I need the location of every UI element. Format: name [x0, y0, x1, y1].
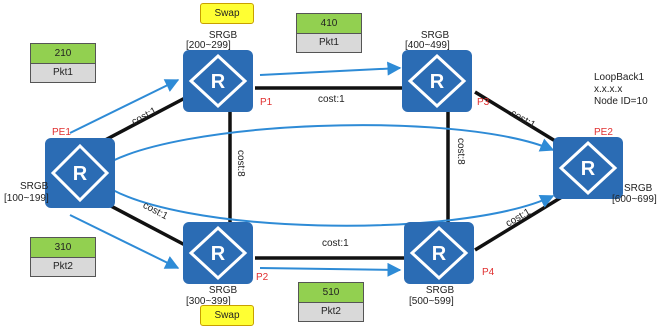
node-name-p4: P4 [482, 267, 495, 278]
packet-label: 210 [30, 43, 96, 63]
router-icon: R [50, 143, 110, 203]
srgb-title-p3: SRGB [420, 30, 450, 41]
packet-pe1-to-p1: 210 Pkt1 [30, 43, 96, 83]
router-p3[interactable]: R [402, 50, 472, 112]
svg-text:R: R [73, 163, 88, 185]
router-icon: R [407, 53, 467, 109]
router-p1[interactable]: R [183, 50, 253, 112]
svg-text:R: R [432, 243, 447, 265]
swap-label-p1: Swap [200, 3, 254, 24]
router-p2[interactable]: R [183, 222, 253, 284]
router-icon: R [188, 53, 248, 109]
physical-links [89, 86, 571, 260]
srgb-title-pe2: SRGB [624, 183, 653, 194]
node-name-pe2: PE2 [594, 127, 613, 138]
packet-label: 310 [30, 237, 96, 257]
flow-arrow-p1-p3 [259, 61, 402, 76]
router-pe1[interactable]: R [45, 138, 115, 208]
flow-arrows [69, 61, 555, 277]
srgb-range-p4: [500~599] [409, 296, 454, 307]
srgb-title-p2: SRGB [208, 285, 238, 296]
packet-payload: Pkt1 [30, 63, 96, 83]
router-icon: R [558, 140, 618, 196]
packet-p2-to-p4: 510 Pkt2 [298, 282, 364, 322]
pe2-node-id: Node ID=10 [594, 96, 648, 107]
srgb-title-p1: SRGB [208, 30, 238, 41]
node-name-pe1: PE1 [52, 127, 71, 138]
packet-payload: Pkt1 [296, 33, 362, 53]
srgb-range-p2: [300~399] [186, 296, 231, 307]
srgb-title-pe1: SRGB [20, 181, 49, 192]
flow-arrow-p2-p4 [259, 262, 402, 277]
node-name-p2: P2 [256, 272, 269, 283]
srgb-range-p1: [200~299] [186, 40, 231, 51]
flow-arrow-pe1-p1 [69, 79, 180, 134]
packet-label: 510 [298, 282, 364, 302]
svg-text:R: R [430, 71, 445, 93]
packet-payload: Pkt2 [30, 257, 96, 277]
router-icon: R [409, 225, 469, 281]
pe2-loopback-label: LoopBack1 [594, 72, 645, 83]
svg-text:R: R [581, 158, 596, 180]
srgb-title-p4: SRGB [425, 285, 455, 296]
svg-text:R: R [211, 71, 226, 93]
flow-arrow-pe1-pe2-lower [99, 181, 555, 227]
cost-label-p1-p2: cost:8 [235, 150, 246, 177]
srgb-range-p3: [400~499] [405, 40, 450, 51]
pe2-loopback-address: x.x.x.x [594, 84, 623, 95]
cost-label-p3-p4: cost:8 [455, 138, 466, 165]
flow-arrow-pe1-pe2-upper [99, 124, 555, 169]
router-p4[interactable]: R [404, 222, 474, 284]
packet-p1-to-p3: 410 Pkt1 [296, 13, 362, 53]
cost-label-p1-p3: cost:1 [318, 94, 345, 105]
node-name-p3: P3 [477, 97, 490, 108]
packet-pe1-to-p2: 310 Pkt2 [30, 237, 96, 277]
packet-label: 410 [296, 13, 362, 33]
router-icon: R [188, 225, 248, 281]
svg-text:R: R [211, 243, 226, 265]
router-pe2[interactable]: R [553, 137, 623, 199]
node-name-p1: P1 [260, 97, 273, 108]
cost-label-p2-p4: cost:1 [322, 238, 349, 249]
packet-payload: Pkt2 [298, 302, 364, 322]
flow-arrow-pe1-p2 [69, 214, 180, 269]
swap-label-p2: Swap [200, 305, 254, 326]
srgb-range-pe1: [100~199] [4, 193, 49, 204]
srgb-range-pe2: [600~699] [612, 194, 657, 205]
